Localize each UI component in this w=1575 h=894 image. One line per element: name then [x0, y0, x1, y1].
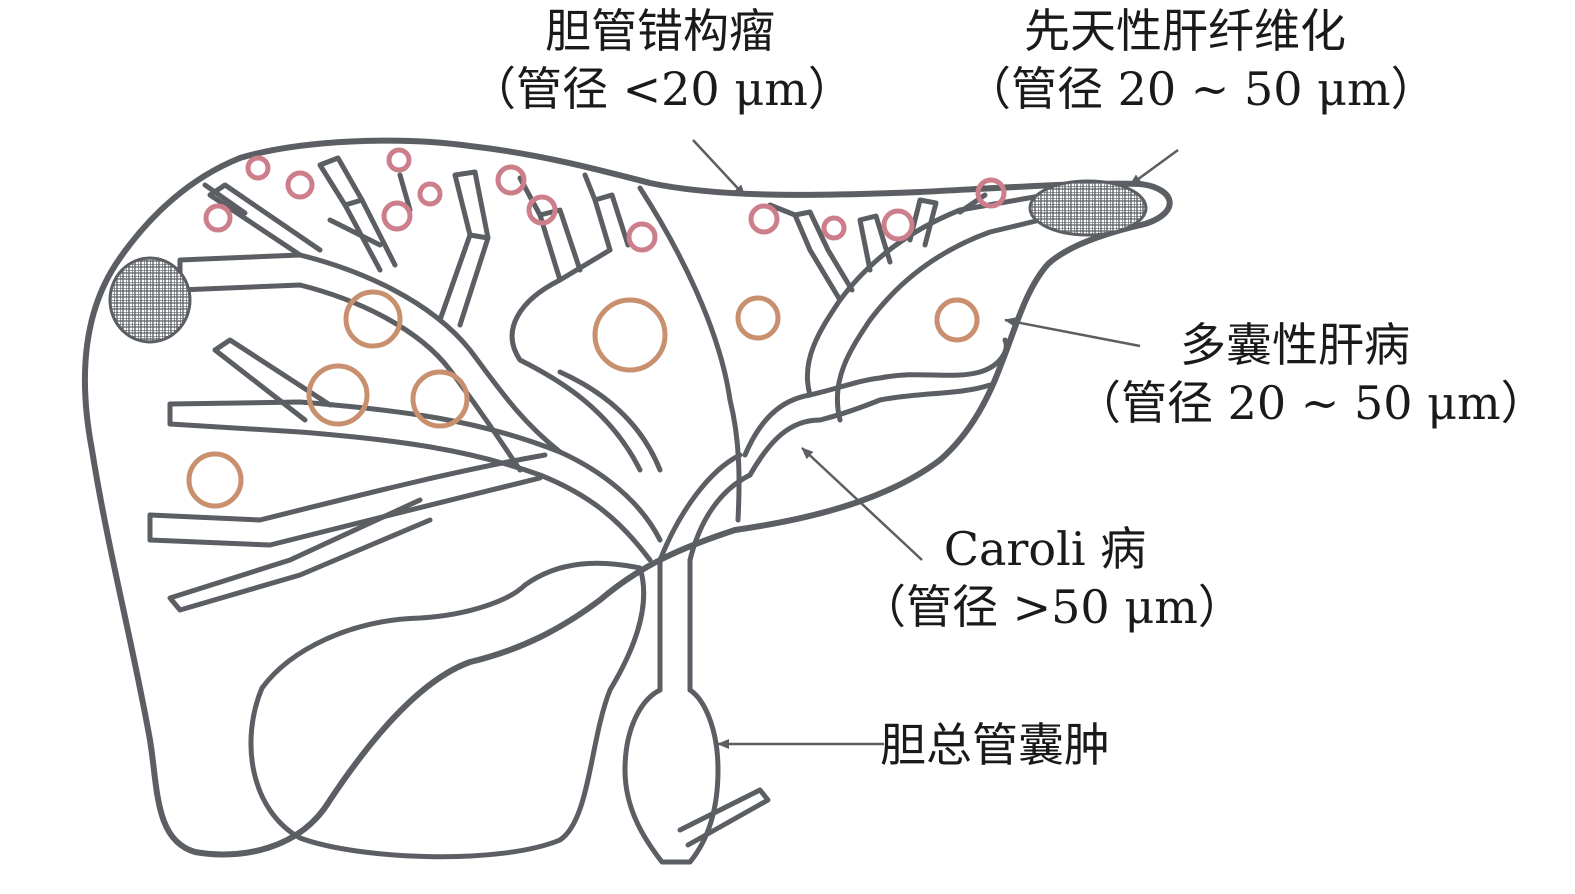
gallbladder-outline: [248, 560, 647, 860]
small-cyst: [821, 215, 847, 241]
label-bile-duct-hamartoma: 胆管错构瘤 （管径 <20 μm）: [470, 2, 854, 118]
right-duct-tree: [742, 192, 1043, 478]
large-cyst: [735, 295, 781, 341]
common-bile-duct: [622, 687, 771, 865]
large-cyst: [343, 289, 403, 349]
small-cyst: [381, 200, 413, 232]
small-cyst: [881, 208, 915, 242]
label-caliber: （管径 20 ~ 50 μm）: [1075, 376, 1547, 430]
small-cyst: [526, 194, 558, 226]
label-name: 多囊性肝病: [1180, 318, 1410, 372]
arrow-fibrosis: [1129, 148, 1179, 187]
small-cyst: [417, 181, 443, 207]
small-cyst: [626, 221, 658, 253]
large-cyst: [934, 297, 980, 343]
fibrosis-patch-right: [1028, 179, 1148, 237]
small-cyst: [386, 147, 412, 173]
small-cyst: [975, 177, 1007, 209]
left-duct-tree: [147, 155, 663, 613]
small-cyst: [285, 170, 315, 200]
label-choledochal-cyst: 胆总管囊肿: [880, 716, 1170, 774]
small-cyst: [748, 203, 780, 235]
arrow-hamartoma: [692, 139, 746, 197]
large-cyst: [410, 369, 470, 429]
arrow-caroli: [801, 447, 923, 561]
label-caroli-disease: Caroli 病 （管径 >50 μm）: [860, 520, 1244, 636]
label-caliber: （管径 20 ~ 50 μm）: [965, 62, 1437, 116]
small-cyst: [495, 164, 527, 196]
small-cyst: [245, 155, 271, 181]
label-name: 胆管错构瘤: [545, 4, 775, 58]
large-cyst: [306, 363, 370, 427]
liver-outline: [81, 137, 1173, 858]
label-caliber: （管径 >50 μm）: [860, 580, 1244, 634]
large-cyst: [186, 451, 244, 509]
label-polycystic-liver-disease: 多囊性肝病 （管径 20 ~ 50 μm）: [1075, 316, 1547, 432]
fibrosis-patch-left: [108, 256, 192, 344]
small-cyst: [203, 203, 233, 233]
large-cyst: [592, 297, 668, 373]
label-caliber: （管径 <20 μm）: [470, 62, 854, 116]
arrow-polycystic: [1004, 317, 1141, 348]
central-duct-trunk: [509, 172, 753, 693]
label-name: Caroli 病: [943, 522, 1147, 576]
label-name: 先天性肝纤维化: [1024, 4, 1346, 58]
label-name: 胆总管囊肿: [880, 718, 1110, 772]
label-congenital-hepatic-fibrosis: 先天性肝纤维化 （管径 20 ~ 50 μm）: [965, 2, 1437, 118]
